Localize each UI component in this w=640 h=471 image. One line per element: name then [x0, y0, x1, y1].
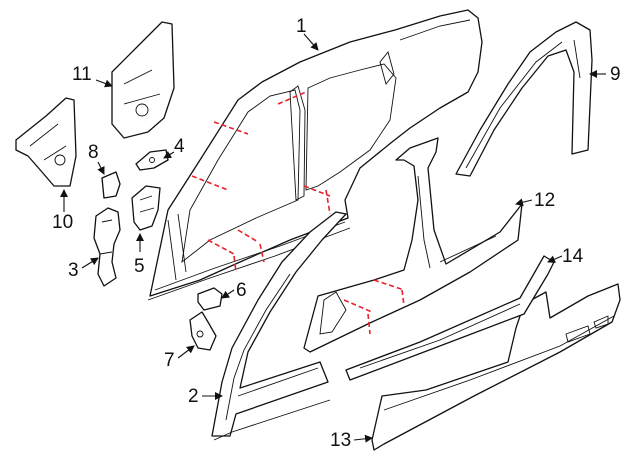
cut-line: [367, 313, 371, 335]
leader-arrow-8: [97, 161, 105, 175]
callout-3: 3: [68, 260, 79, 281]
callout-13: 13: [330, 430, 351, 451]
cut-line: [373, 279, 405, 291]
leader-arrow-4: [163, 150, 175, 159]
rocker-reinforcement[interactable]: [345, 255, 555, 381]
cut-line: [325, 189, 331, 215]
cut-line: [259, 243, 265, 263]
callout-11: 11: [72, 64, 92, 85]
leader-arrow-6: [221, 289, 235, 299]
callout-4: 4: [174, 136, 185, 157]
leader-arrow-1: [303, 33, 319, 51]
mounting-bracket-4[interactable]: [135, 149, 169, 171]
front-pillar-lower[interactable]: [211, 211, 347, 441]
cut-line: [343, 299, 373, 313]
callout-14: 14: [562, 246, 584, 267]
cut-line: [401, 289, 405, 307]
callout-12: 12: [534, 190, 555, 211]
bracket-6[interactable]: [197, 287, 223, 311]
cut-line: [277, 91, 307, 105]
callout-2: 2: [188, 386, 199, 407]
cut-lines: [191, 91, 405, 335]
callout-6: 6: [236, 280, 247, 301]
center-pillar[interactable]: [303, 137, 523, 353]
rear-wheelhouse-panel[interactable]: [455, 21, 593, 177]
reinforcement-bracket-5[interactable]: [131, 185, 161, 231]
cut-line: [237, 229, 259, 243]
callout-10: 10: [52, 212, 73, 233]
inner-panel-11[interactable]: [111, 21, 175, 139]
cut-line: [233, 255, 237, 273]
lower-rocker-panel[interactable]: [371, 283, 621, 451]
leader-arrow-13: [353, 434, 373, 443]
leader-arrow-14: [547, 255, 563, 263]
cut-line: [213, 121, 249, 135]
leader-arrow-11: [95, 79, 113, 88]
cut-line: [303, 185, 331, 197]
callout-8: 8: [88, 142, 99, 163]
callout-9: 9: [610, 64, 621, 85]
hinge-pillar-reinforcement[interactable]: [93, 207, 121, 287]
callout-5: 5: [134, 256, 145, 277]
callout-7: 7: [164, 350, 175, 371]
cut-line: [207, 239, 235, 255]
cut-line: [191, 175, 229, 191]
leader-arrow-12: [515, 198, 533, 207]
leader-arrow-7: [177, 345, 195, 359]
callout-1: 1: [296, 16, 307, 37]
bracket-7[interactable]: [189, 311, 217, 351]
bracket-8[interactable]: [101, 171, 121, 199]
leader-arrow-3: [81, 257, 99, 269]
inner-panel-10[interactable]: [15, 97, 77, 187]
